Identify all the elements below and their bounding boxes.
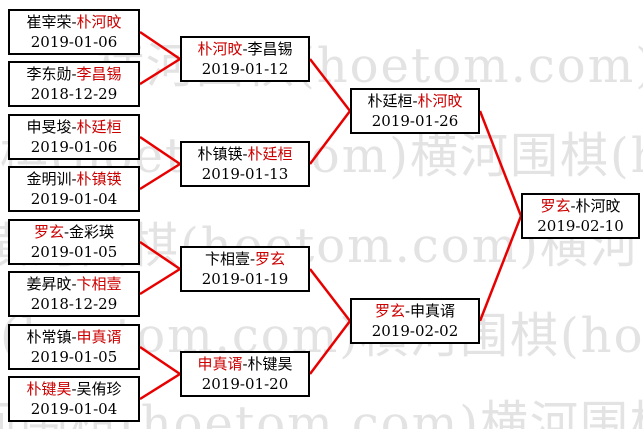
connector-line	[309, 58, 351, 112]
name-separator: -	[242, 355, 248, 373]
name-separator: -	[404, 302, 411, 320]
match-date: 2019-01-06	[30, 138, 118, 156]
match-date: 2019-01-26	[371, 112, 459, 130]
match-date: 2019-01-05	[30, 243, 118, 261]
match-box-qf-2: 朴镇锳-朴廷桓 2019-01-13	[180, 141, 310, 187]
match-box-r16-7: 朴常镇-申真谞 2019-01-05	[8, 324, 140, 370]
player-right: 李昌锡	[76, 65, 122, 83]
match-date: 2019-01-12	[201, 60, 289, 78]
player-left: 罗玄	[33, 223, 64, 241]
match-date: 2019-01-04	[30, 400, 118, 418]
player-left: 朴廷桓	[367, 92, 413, 110]
player-left: 李东勋	[26, 65, 72, 83]
match-box-qf-1: 朴河旼-李昌锡 2019-01-12	[180, 36, 310, 82]
player-left: 金明训	[26, 170, 72, 188]
player-left: 姜昇旼	[26, 275, 72, 293]
player-left: 罗玄	[374, 302, 405, 320]
connector-line	[478, 215, 523, 322]
match-date: 2018-12-29	[30, 295, 118, 313]
connector-line	[139, 30, 181, 61]
connector-line	[309, 268, 351, 322]
player-left: 罗玄	[540, 197, 571, 215]
match-box-r16-5: 罗玄-金彩瑛 2019-01-05	[8, 219, 140, 265]
match-date: 2019-02-10	[537, 217, 624, 235]
player-left: 朴键昊	[26, 380, 72, 398]
player-left: 卞相壹	[204, 250, 250, 268]
match-box-qf-4: 申真谞-朴键昊 2019-01-20	[180, 351, 310, 397]
connector-line	[139, 162, 181, 191]
name-separator: -	[249, 250, 256, 268]
match-box-r16-4: 金明训-朴镇锳 2019-01-04	[8, 166, 140, 212]
player-right: 卞相壹	[76, 275, 122, 293]
match-box-r16-1: 崔宰荣-朴河旼 2019-01-06	[8, 9, 140, 55]
connector-line	[139, 135, 181, 166]
player-left: 朴常镇	[26, 328, 72, 346]
match-box-r16-2: 李东勋-李昌锡 2018-12-29	[8, 61, 140, 107]
name-separator: -	[242, 145, 248, 163]
match-box-r16-6: 姜昇旼-卞相壹 2018-12-29	[8, 271, 140, 317]
name-separator: -	[570, 197, 576, 215]
name-separator: -	[71, 13, 77, 31]
player-right: 朴河旼	[417, 92, 463, 110]
player-left: 朴镇锳	[197, 145, 243, 163]
player-right: 朴廷桓	[247, 145, 293, 163]
connector-line	[139, 372, 181, 401]
player-right: 朴廷桓	[76, 118, 122, 136]
name-separator: -	[63, 223, 70, 241]
player-right: 吴侑珍	[76, 380, 122, 398]
match-date: 2019-01-05	[30, 348, 118, 366]
match-box-sf-1: 朴廷桓-朴河旼 2019-01-26	[350, 88, 480, 134]
match-date: 2019-01-13	[201, 165, 289, 183]
match-date: 2019-01-20	[201, 375, 289, 393]
match-box-r16-8: 朴键昊-吴侑珍 2019-01-04	[8, 376, 140, 422]
player-right: 朴键昊	[247, 355, 293, 373]
player-right: 申真谞	[410, 302, 456, 320]
match-box-sf-2: 罗玄-申真谞 2019-02-02	[350, 298, 480, 344]
player-right: 申真谞	[76, 328, 122, 346]
match-date: 2019-01-06	[30, 33, 118, 51]
connector-line	[139, 57, 181, 86]
name-separator: -	[242, 40, 248, 58]
player-right: 金彩瑛	[69, 223, 115, 241]
name-separator: -	[71, 65, 77, 83]
connector-line	[139, 267, 181, 296]
connector-line	[309, 320, 351, 375]
match-date: 2019-01-19	[201, 270, 289, 288]
match-date: 2019-02-02	[371, 322, 459, 340]
name-separator: -	[71, 380, 77, 398]
name-separator: -	[71, 170, 77, 188]
match-date: 2019-01-04	[30, 190, 118, 208]
player-left: 朴河旼	[197, 40, 243, 58]
connector-line	[139, 345, 181, 376]
player-right: 罗玄	[255, 250, 286, 268]
match-box-r16-3: 申旻埈-朴廷桓 2019-01-06	[8, 114, 140, 160]
match-box-final: 罗玄-朴河旼 2019-02-10	[521, 193, 640, 239]
player-right: 朴镇锳	[76, 170, 122, 188]
player-right: 李昌锡	[247, 40, 293, 58]
match-date: 2018-12-29	[30, 85, 118, 103]
player-left: 申真谞	[197, 355, 243, 373]
player-left: 申旻埈	[26, 118, 72, 136]
player-left: 崔宰荣	[26, 13, 72, 31]
player-right: 朴河旼	[575, 197, 621, 215]
connector-line	[139, 240, 181, 271]
name-separator: -	[71, 275, 77, 293]
connector-line	[478, 110, 523, 217]
name-separator: -	[71, 328, 77, 346]
match-box-qf-3: 卞相壹-罗玄 2019-01-19	[180, 246, 310, 292]
player-right: 朴河旼	[76, 13, 122, 31]
name-separator: -	[71, 118, 77, 136]
name-separator: -	[412, 92, 418, 110]
connector-line	[309, 110, 351, 165]
